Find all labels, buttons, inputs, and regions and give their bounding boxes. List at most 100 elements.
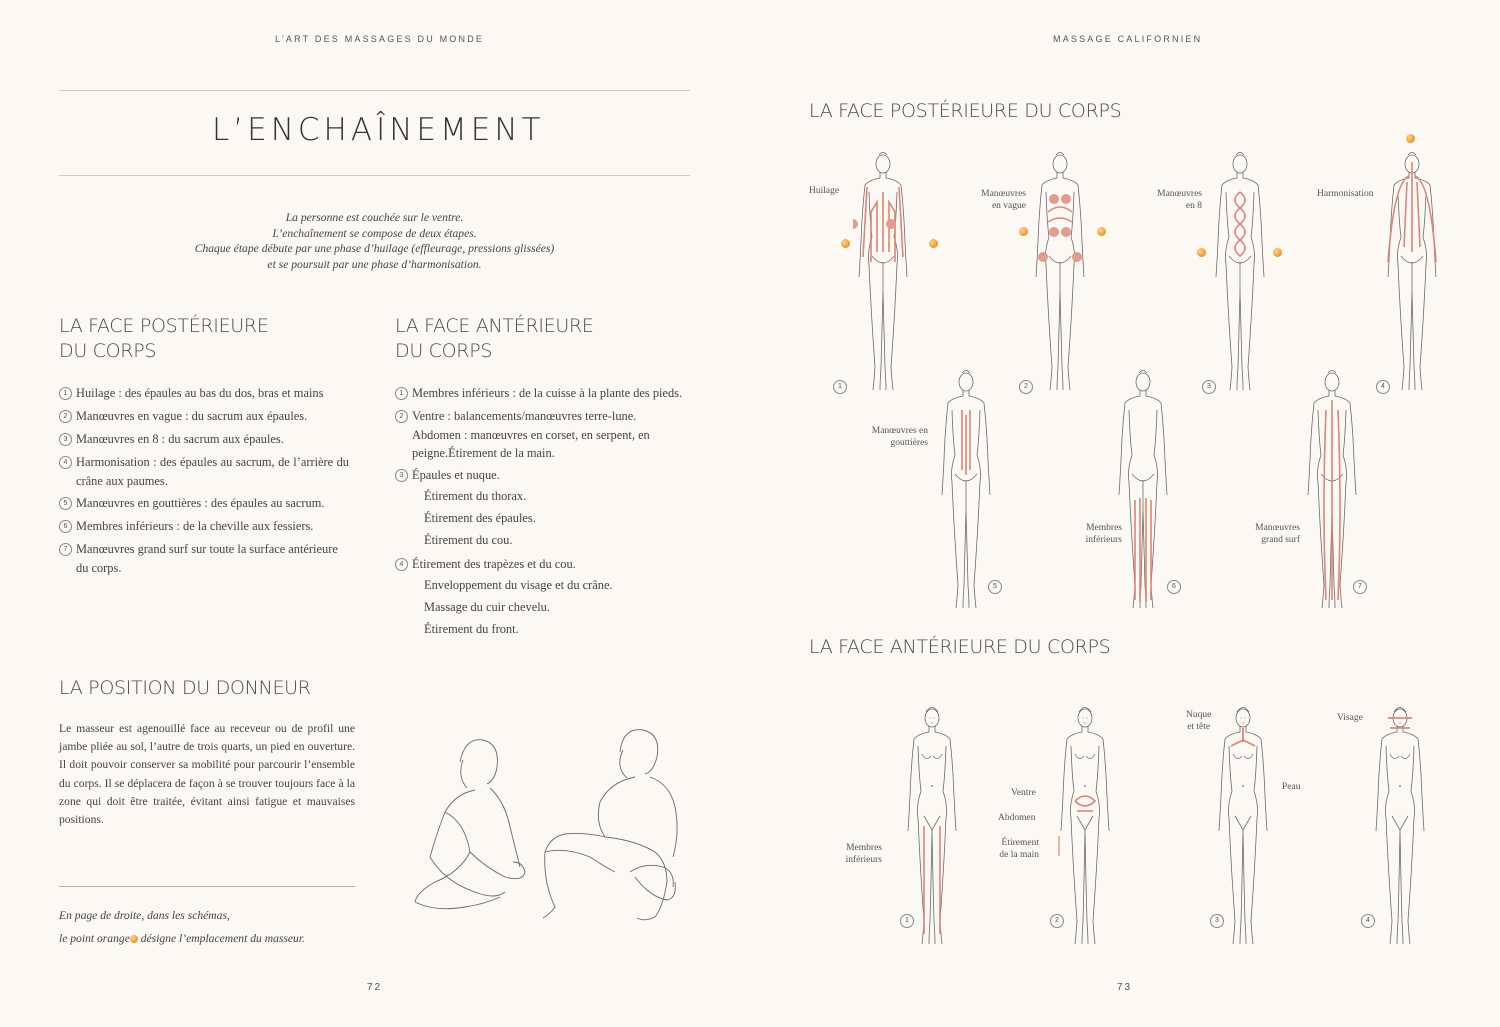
figure-label: Huilage — [809, 186, 840, 196]
anterior-heading: LA FACE ANTÉRIEURE DU CORPS — [395, 314, 594, 364]
body-front-figure-1 — [907, 707, 957, 945]
figure-number: 4 — [1361, 914, 1375, 928]
figure-label: Harmonisation — [1317, 189, 1374, 199]
list-item: 1 Huilage : des épaules au bas du dos, br… — [59, 384, 349, 403]
list-subitem: Enveloppement du visage et du crâne. — [424, 578, 613, 592]
body-front-figure-2 — [1058, 707, 1110, 945]
label-line: Manœuvres — [1157, 189, 1202, 199]
step-text: Épaules et nuque. — [412, 468, 500, 482]
label-line: inférieurs — [845, 855, 882, 865]
intro-line: Chaque étape débute par une phase d’huil… — [194, 242, 555, 255]
giver-paragraph: Le masseur est agenouillé face au receve… — [59, 722, 355, 827]
label-line: Manœuvres en — [871, 426, 928, 436]
figure-number: 2 — [1019, 380, 1033, 394]
step-text: Manœuvres en 8 : du sacrum aux épaules. — [76, 432, 284, 446]
list-item: 3 Épaules et nuque. — [395, 466, 685, 485]
list-subitem: Étirement du thorax. — [424, 489, 527, 503]
page-number-right: 73 — [1117, 982, 1133, 993]
step-text: Huilage : des épaules au bas du dos, bra… — [76, 386, 324, 400]
list-subitem: Étirement des épaules. — [424, 511, 536, 525]
body-back-figure-4 — [1387, 152, 1437, 391]
legend-note-text: désigne l’emplacement du masseur. — [137, 932, 305, 945]
intro-text: La personne est couchée sur le ventre. L… — [59, 210, 690, 272]
legend-note-line: le point orange désigne l’emplacement du… — [59, 927, 305, 950]
running-head-left: L’ART DES MASSAGES DU MONDE — [275, 34, 485, 44]
page-title: L’ENCHAÎNEMENT — [212, 112, 545, 148]
step-number: 3 — [59, 433, 72, 446]
body-front-figure-3 — [1218, 707, 1268, 945]
step-number: 3 — [395, 469, 408, 482]
label-line: en 8 — [1185, 201, 1202, 211]
figure-number: 1 — [833, 380, 847, 394]
masseur-position-dot — [929, 239, 938, 248]
figure-number: 4 — [1376, 380, 1390, 394]
step-text: Manœuvres en vague : du sacrum aux épaul… — [76, 409, 308, 423]
step-text: Étirement des trapèzes et du cou. — [412, 557, 576, 571]
giver-heading: LA POSITION DU DONNEUR — [59, 677, 311, 699]
step-number: 5 — [59, 497, 72, 510]
heading-line: LA FACE POSTÉRIEURE — [59, 315, 269, 337]
masseur-position-dot — [1197, 248, 1206, 257]
running-head-right: MASSAGE CALIFORNIEN — [1053, 34, 1203, 44]
figure-number: 1 — [900, 914, 914, 928]
divider — [59, 90, 690, 91]
intro-line: et se poursuit par une phase d’harmonisa… — [267, 257, 482, 271]
figure-label: Membres inférieurs — [830, 842, 882, 866]
body-back-figure-5 — [941, 370, 991, 609]
body-front-figure-4 — [1375, 707, 1425, 945]
figure-label: Visage — [1337, 713, 1363, 723]
divider — [59, 886, 355, 887]
figure-number: 6 — [1167, 580, 1181, 594]
section-heading-anterior: LA FACE ANTÉRIEURE DU CORPS — [809, 636, 1111, 658]
body-back-figure-1 — [853, 152, 908, 391]
list-item: 5 Manœuvres en gouttières : des épaules a… — [59, 494, 349, 513]
list-item: 4 Étirement des trapèzes et du cou. — [395, 555, 685, 574]
list-item: 3 Manœuvres en 8 : du sacrum aux épaules. — [59, 430, 349, 449]
heading-line: LA FACE ANTÉRIEURE — [395, 315, 594, 337]
list-subitem: Massage du cuir chevelu. — [424, 600, 550, 614]
label-line: Étirement — [1001, 838, 1039, 848]
step-number: 1 — [395, 387, 408, 400]
figure-label: Manœuvres en 8 — [1140, 188, 1202, 212]
step-number: 1 — [59, 387, 72, 400]
legend-note: En page de droite, dans les schémas, le … — [59, 904, 305, 950]
body-back-figure-7 — [1307, 370, 1357, 609]
step-text: Membres inférieurs : de la cheville aux … — [76, 519, 314, 533]
masseur-position-dot — [1019, 227, 1028, 236]
label-line: et tête — [1187, 722, 1211, 732]
list-item: 6 Membres inférieurs : de la cheville aux… — [59, 517, 349, 536]
body-back-figure-2 — [1035, 152, 1085, 391]
page-number-left: 72 — [367, 982, 383, 993]
label-line: Manœuvres — [981, 189, 1026, 199]
label-line: Membres — [846, 843, 882, 853]
orange-dot-icon — [129, 935, 138, 943]
intro-line: La personne est couchée sur le ventre. — [285, 211, 464, 224]
figure-number: 7 — [1353, 580, 1367, 594]
figure-number: 5 — [988, 580, 1002, 594]
legend-note-text: le point orange — [59, 932, 130, 945]
heading-line: DU CORPS — [395, 340, 493, 362]
step-text: Ventre : balancements/manœuvres terre-lu… — [412, 409, 650, 460]
label-line: grand surf — [1261, 535, 1300, 545]
figure-label: Ventre — [1011, 788, 1036, 798]
figure-label: Abdomen — [998, 813, 1036, 823]
figure-number: 3 — [1210, 914, 1224, 928]
figure-label: Peau — [1282, 782, 1301, 792]
giver-posture-illustration — [414, 729, 678, 921]
step-text: Harmonisation : des épaules au sacrum, d… — [76, 455, 349, 488]
heading-line: DU CORPS — [59, 340, 157, 362]
step-number: 6 — [59, 520, 72, 533]
step-text: Manœuvres en gouttières : des épaules au… — [76, 496, 325, 510]
step-number: 2 — [59, 410, 72, 423]
list-item: 2 Manœuvres en vague : du sacrum aux épau… — [59, 407, 349, 426]
step-text: Membres inférieurs : de la cuisse à la p… — [412, 386, 683, 400]
list-item: 1 Membres inférieurs : de la cuisse à la … — [395, 384, 685, 403]
masseur-position-dot — [841, 239, 850, 248]
step-number: 4 — [395, 558, 408, 571]
label-line: Nuque — [1186, 710, 1212, 720]
